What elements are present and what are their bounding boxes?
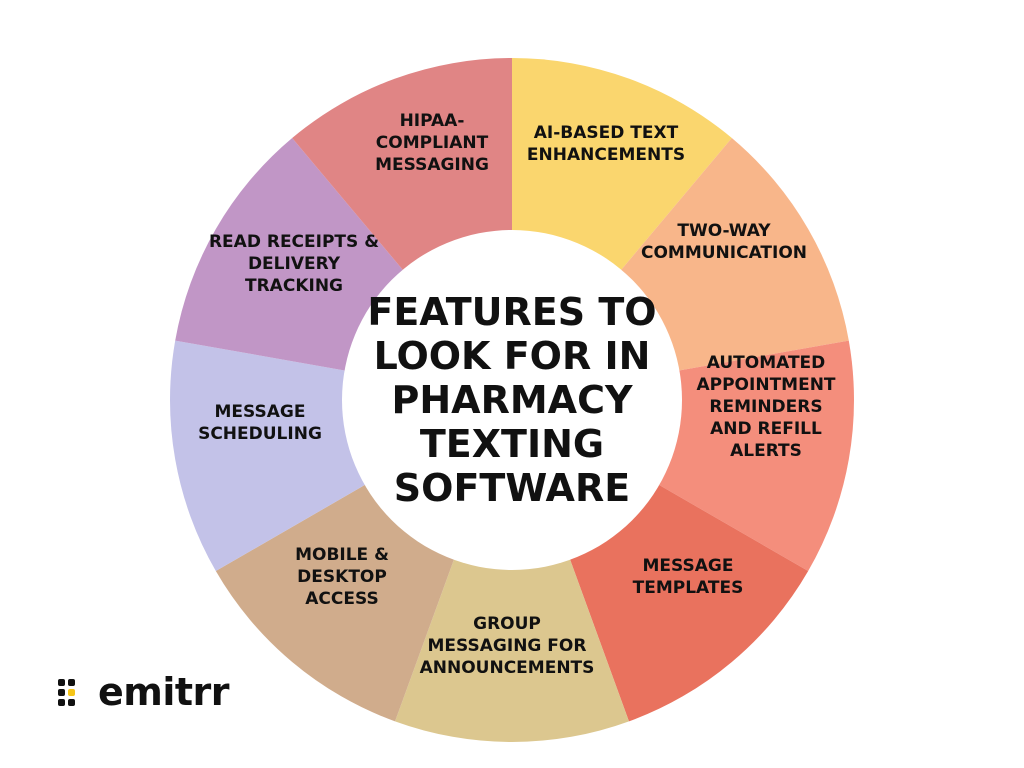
label-line: HIPAA- [400, 111, 465, 131]
segment-group-messaging [395, 400, 629, 742]
label-line: AND REFILL [710, 419, 822, 439]
center-title-line: FEATURES TO [367, 290, 656, 334]
label-line: COMMUNICATION [641, 243, 807, 263]
label-line: MOBILE & [295, 545, 389, 565]
center-title-line: LOOK FOR IN [374, 334, 651, 378]
center-circle [342, 230, 682, 570]
label-line: SCHEDULING [198, 424, 322, 444]
label-line: ALERTS [730, 441, 802, 461]
label-line: MESSAGE [643, 556, 734, 576]
label-line: REMINDERS [709, 397, 822, 417]
label-line: COMPLIANT [376, 133, 489, 153]
label-line: AUTOMATED [707, 353, 826, 373]
label-line: MESSAGING FOR [428, 636, 587, 656]
label-line: READ RECEIPTS & [209, 232, 379, 252]
label-line: MESSAGE [215, 402, 306, 422]
center-title-line: TEXTING [420, 422, 604, 466]
label-line: ANNOUNCEMENTS [420, 658, 595, 678]
label-line: TWO-WAY [677, 221, 771, 241]
label-line: MESSAGING [375, 155, 489, 175]
center-title-line: PHARMACY [392, 378, 633, 422]
emitrr-dots-logo-icon [58, 679, 75, 706]
center-title-line: SOFTWARE [394, 466, 630, 510]
emitrr-logo-text: emitrr [98, 670, 230, 714]
label-line: TRACKING [245, 276, 343, 296]
label-line: AI-BASED TEXT [534, 123, 679, 143]
label-line: GROUP [473, 614, 541, 634]
label-line: TEMPLATES [633, 578, 744, 598]
label-line: DELIVERY [248, 254, 341, 274]
label-line: DESKTOP [297, 567, 387, 587]
emitrr-logo: emitrr [58, 668, 230, 716]
label-line: APPOINTMENT [696, 375, 835, 395]
label-line: ACCESS [305, 589, 378, 609]
label-line: ENHANCEMENTS [527, 145, 685, 165]
